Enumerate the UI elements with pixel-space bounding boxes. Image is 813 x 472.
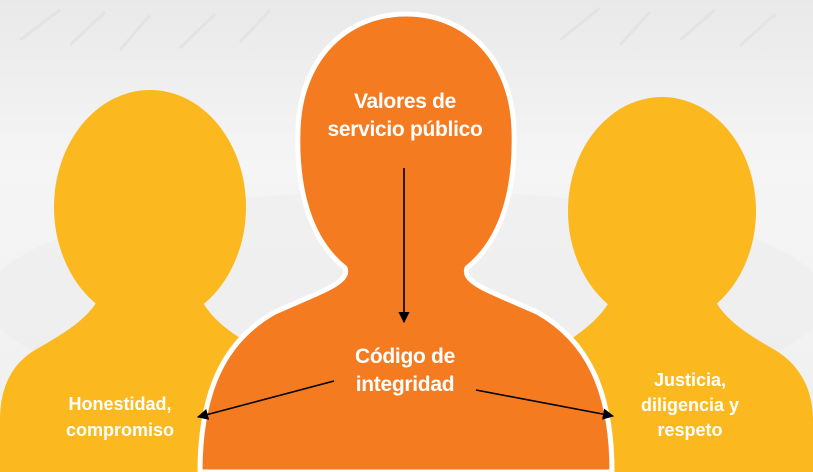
label-line: compromiso bbox=[65, 420, 175, 441]
arrow-center-to-left bbox=[196, 380, 335, 420]
label-line: Valores de bbox=[353, 90, 457, 113]
label-line: diligencia y bbox=[640, 395, 740, 416]
label-line: Honestidad, bbox=[68, 394, 172, 414]
center-person-figure bbox=[197, 11, 615, 472]
label-line: Código de bbox=[355, 345, 455, 368]
label-valores-servicio-publico: Valores de servicio público bbox=[300, 88, 510, 143]
arrow-center-to-right bbox=[475, 389, 615, 420]
label-honestidad-compromiso: Honestidad, compromiso bbox=[35, 391, 205, 443]
label-line: Justicia, bbox=[653, 370, 727, 390]
label-codigo-integridad: Código de integridad bbox=[320, 343, 490, 398]
label-line: integridad bbox=[355, 372, 455, 396]
label-line: servicio público bbox=[327, 117, 483, 141]
label-justicia-diligencia-respeto: Justicia, diligencia y respeto bbox=[615, 368, 765, 444]
label-line: respeto bbox=[657, 420, 723, 441]
